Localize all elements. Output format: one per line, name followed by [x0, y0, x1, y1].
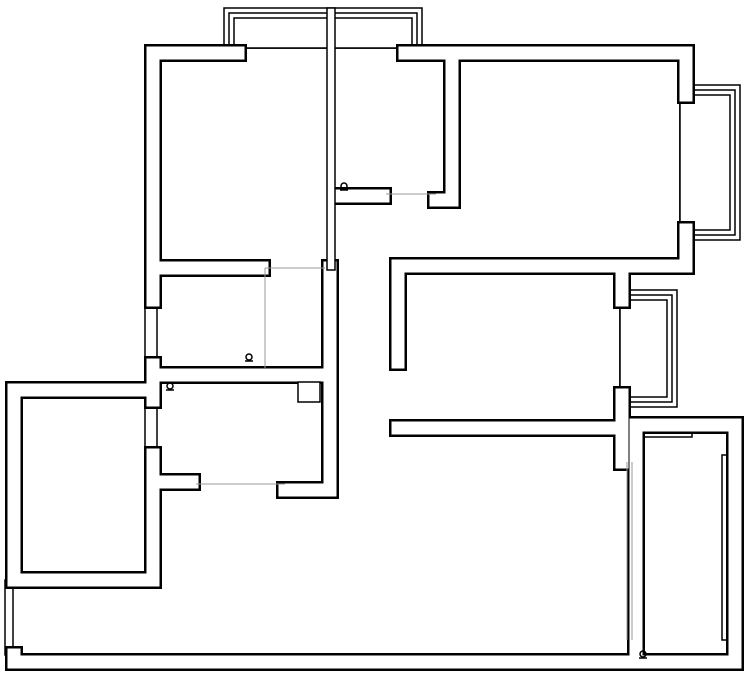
toilet-icon: [245, 353, 253, 362]
walls: [5, 7, 744, 671]
toilet-icon: [639, 650, 647, 659]
toilet-fixtures: [166, 182, 647, 659]
door-openings: [196, 193, 633, 640]
toilet-icon: [166, 382, 174, 391]
bay-windows: [4, 7, 741, 656]
toilet-icon: [340, 182, 348, 191]
